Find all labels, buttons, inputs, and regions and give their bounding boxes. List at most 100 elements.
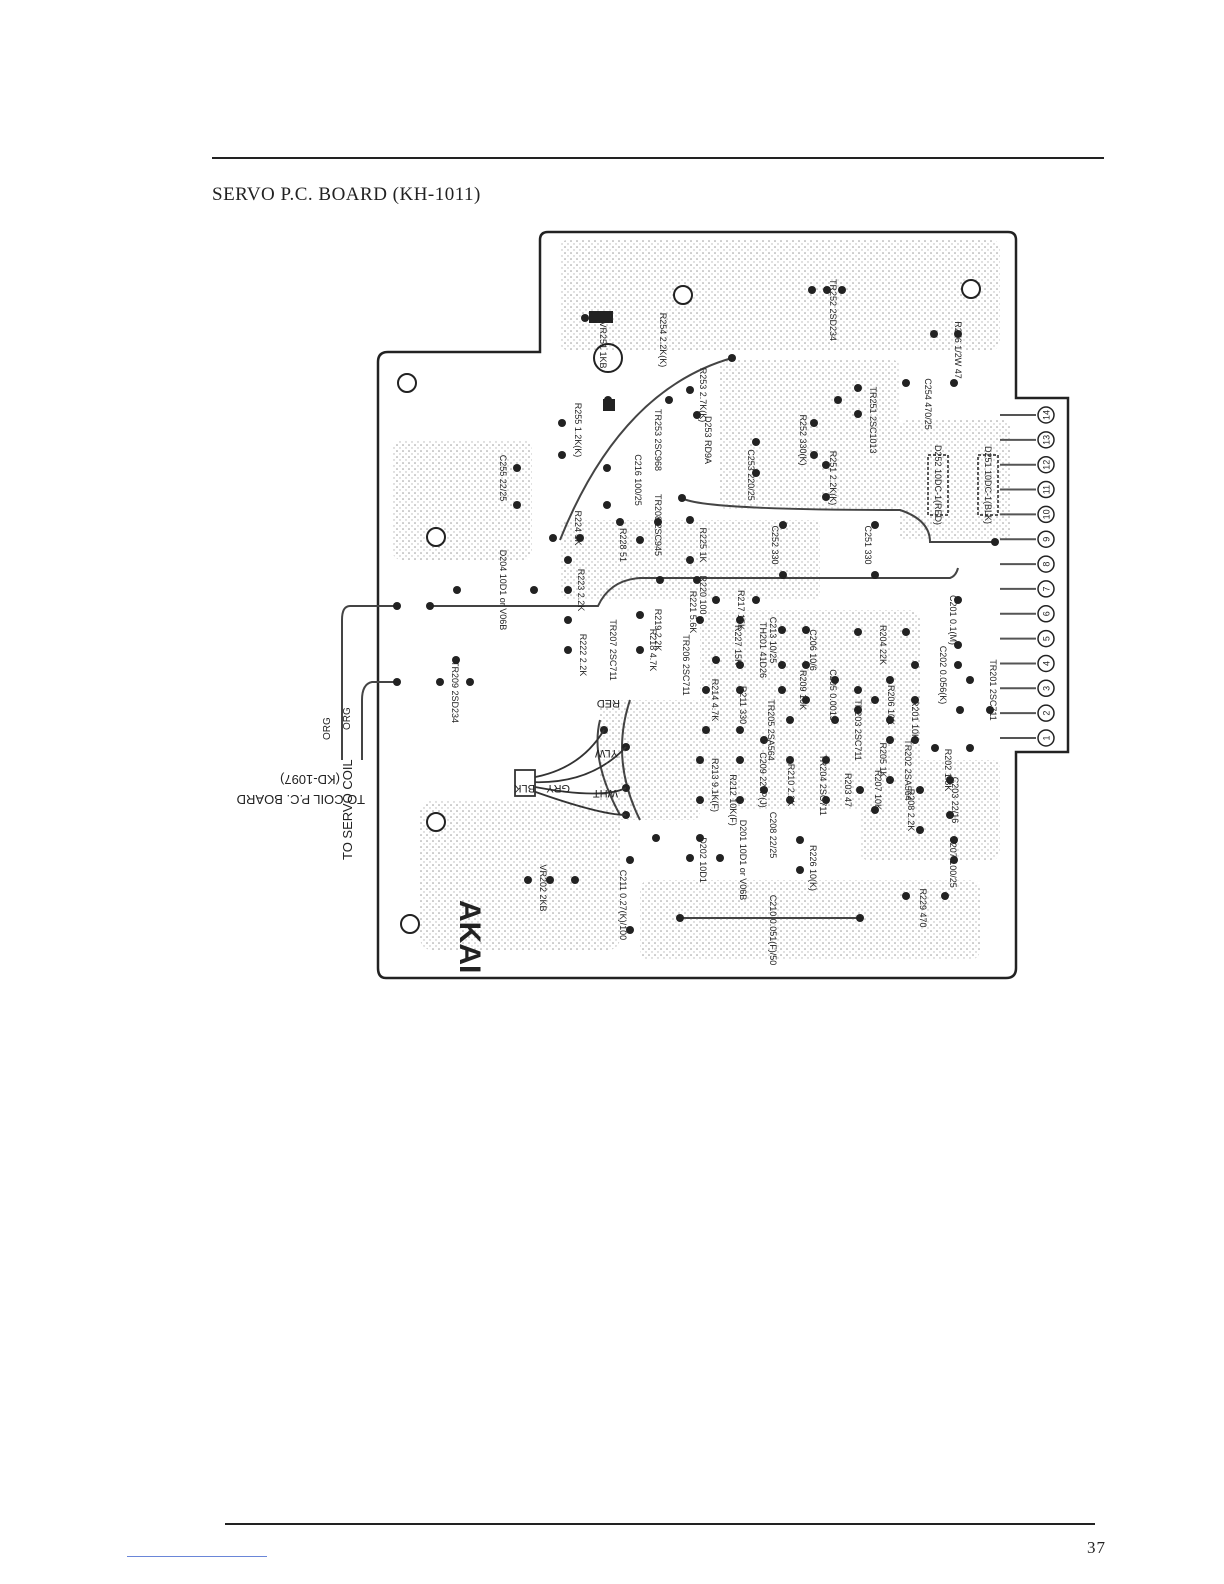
component-label: C251 330: [863, 525, 873, 564]
component-label: R208 2.2K: [906, 789, 916, 832]
component-label: C208 22/25: [768, 812, 778, 859]
component-label: C203 22/16: [950, 777, 960, 824]
cable-bundle: [514, 729, 627, 816]
component-label: D252 10DC-1(RED): [933, 445, 943, 525]
component-label: D253 RD9A: [703, 416, 713, 464]
mounting-hole: [673, 285, 693, 305]
component-label: R228 51: [618, 528, 628, 562]
component-label: TR201 2SC711: [988, 659, 998, 720]
component-label: TR208 2SC945: [653, 494, 663, 556]
component-label: R209 10K: [798, 670, 808, 710]
terminal-number: 6: [1042, 611, 1052, 616]
page-number: 37: [1087, 1538, 1106, 1557]
terminal-pad: [1037, 605, 1055, 623]
component-label: VR202 2KB: [538, 864, 548, 911]
component-label: R201 10K: [910, 700, 920, 740]
terminal-number: 2: [1042, 711, 1052, 716]
terminal-pad: [1037, 580, 1055, 598]
component-label: R210 2.2K: [786, 764, 796, 807]
mounting-hole: [400, 914, 420, 934]
component-label: R206 10K: [886, 685, 896, 725]
traces: [341, 357, 995, 919]
terminal-pad: [1037, 406, 1055, 424]
component-label: R226 10(K): [808, 845, 818, 891]
component-label: R220 100: [698, 575, 708, 614]
component-label: TR205 2SA564: [766, 699, 776, 761]
component-label: TR203 2SC711: [853, 699, 863, 760]
component-label: R212 10K(F): [728, 774, 738, 826]
component-label: R227 15K: [733, 625, 743, 665]
component-label: C216 100/25: [633, 454, 643, 506]
top-rule: [212, 157, 1104, 159]
terminal-number: 1: [1042, 735, 1052, 740]
footnote-line: [127, 1556, 267, 1557]
component-label: C252 330: [770, 525, 780, 564]
component-label: TR207 2SC711: [608, 619, 618, 680]
terminal-pad: [1037, 555, 1055, 573]
coil-board-label: TO COIL P.C. BOARD: [237, 792, 365, 807]
component-label: R205 1K: [878, 742, 888, 777]
component-label: C255 22/25: [498, 455, 508, 502]
terminal-number: 8: [1042, 562, 1052, 567]
component-label: R252 330(K): [798, 414, 808, 465]
mounting-hole: [426, 527, 446, 547]
component-label: R224 1K: [573, 510, 583, 545]
terminal-pad: [1037, 480, 1055, 499]
terminal-number: 9: [1042, 537, 1052, 542]
wire-red: RED: [597, 697, 620, 709]
component-label: D201 10D1 or V06B: [738, 820, 748, 901]
component-label: C254 470/25: [923, 378, 933, 430]
terminal-number: 14: [1042, 410, 1052, 420]
component-label: C209 220P(J): [758, 752, 768, 808]
component-label: C206 10/6: [808, 629, 818, 671]
brand-mark: AKAI: [453, 900, 486, 973]
component-label: TR251 2SC1013: [868, 386, 878, 453]
wire-gry: GRY: [546, 782, 570, 794]
component-label: C210 0.051(F)/50: [768, 895, 778, 966]
mounting-hole: [961, 279, 981, 299]
component-label: D251 10DC-1(BLK): [983, 446, 993, 524]
component-label: R255 1.2K(K): [573, 403, 583, 458]
component-label: TR253 2SC968: [653, 409, 663, 471]
wire-wht: WHT: [593, 787, 618, 799]
component-label: C207 100/25: [948, 836, 958, 888]
vr251-trimmer: [589, 311, 623, 411]
component-label: R218 4.7K: [648, 629, 658, 672]
component-label: R214 4.7K: [710, 679, 720, 722]
component-labels: VR251 1KB R254 2.2K(K) R253 2.7K(K) TR253 2…: [450, 279, 998, 965]
terminal-number: 12: [1042, 460, 1052, 470]
terminal-pad: [1037, 629, 1055, 648]
component-pads: [393, 286, 999, 934]
component-label: R211 330: [738, 686, 748, 724]
component-label: TR202 2SA564: [903, 739, 913, 801]
component-label: TR206 2SC711: [681, 634, 691, 695]
wire-ylw: YLW: [594, 747, 618, 759]
mounting-holes: [397, 279, 981, 934]
terminal-number: 5: [1042, 636, 1052, 641]
page-title: SERVO P.C. BOARD (KH-1011): [212, 184, 481, 205]
component-label: R229 470: [918, 888, 928, 927]
bottom-rule: [225, 1523, 1095, 1525]
component-label: C201 0.1(M): [948, 595, 958, 645]
component-label: R254 2.2K(K): [658, 313, 668, 368]
servo-coil-label: TO SERVO COIL: [340, 759, 355, 860]
component-label: R217 15K: [736, 590, 746, 630]
component-label: VR251 1KB: [598, 321, 608, 368]
component-label: R253 2.7K(K): [698, 368, 708, 423]
terminal-number: 3: [1042, 686, 1052, 691]
component-label: C205 0.0015: [828, 669, 838, 721]
component-label: R203 47: [843, 773, 853, 807]
component-label: R202 1.8K: [943, 749, 953, 792]
component-label: C213 10/25: [768, 617, 778, 664]
component-label: R222 2.2K: [578, 634, 588, 677]
component-label: R223 2.2K: [576, 569, 586, 612]
component-label: C253 220/25: [746, 449, 756, 501]
terminal-pad: [1037, 654, 1055, 673]
wire-org-2: ORG: [342, 707, 353, 730]
terminal-pad: [1037, 431, 1055, 449]
terminal-number: 11: [1042, 485, 1052, 494]
component-label: TR252 2SD234: [828, 279, 838, 341]
mounting-hole: [397, 373, 417, 393]
